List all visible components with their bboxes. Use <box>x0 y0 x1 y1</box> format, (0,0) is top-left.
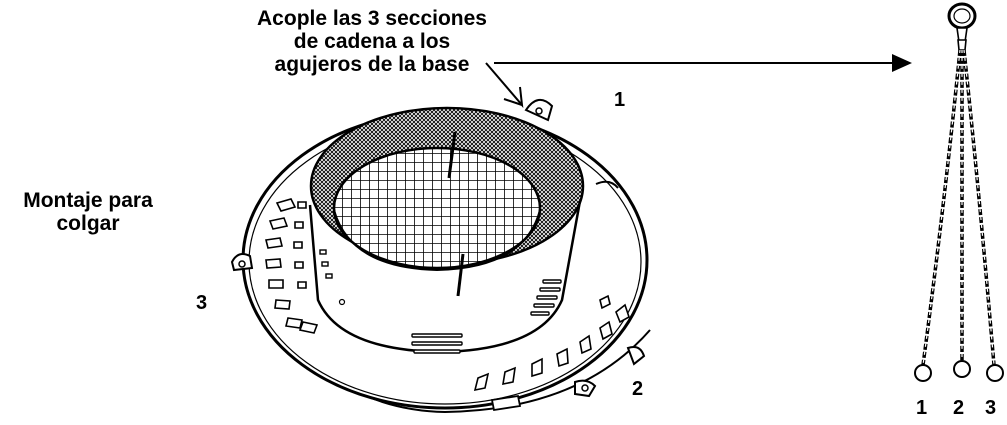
chain-number-1: 1 <box>916 397 928 419</box>
chain-end-ring-2 <box>953 360 971 378</box>
instruction-line-2: de cadena a los <box>293 30 451 53</box>
instruction-line-1: Acople las 3 secciones <box>257 7 487 30</box>
chain-strand-3 <box>962 49 996 366</box>
chain-end-ring-3 <box>986 364 1004 382</box>
hanging-tab-1 <box>524 99 554 122</box>
hanging-tab-2 <box>490 346 646 412</box>
hanging-mount-line-1: Montaje para <box>23 189 153 212</box>
cylinder-vents <box>319 249 562 354</box>
instruction-line-3: agujeros de la base <box>274 53 470 76</box>
hanging-mount-line-2: colgar <box>56 212 120 235</box>
basket-hole-number-3: 3 <box>196 292 208 314</box>
rim-vents-right <box>473 294 630 392</box>
hanging-chain <box>914 2 1004 382</box>
chain-strand-1 <box>921 49 962 366</box>
top-ring-icon <box>947 2 977 30</box>
instruction-arrow <box>485 54 912 109</box>
chain-number-2: 2 <box>953 397 965 419</box>
instruction-text: Acople las 3 secciones de cadena a los a… <box>222 7 522 76</box>
rim-vents-left <box>265 198 319 334</box>
hanging-tab-3 <box>230 253 254 272</box>
hanging-mount-label: Montaje para colgar <box>2 189 174 235</box>
basket-cylinder <box>308 106 585 354</box>
chain-end-ring-1 <box>914 364 932 382</box>
basket-hole-number-2: 2 <box>632 378 644 400</box>
chain-number-3: 3 <box>985 397 997 419</box>
basket-hole-number-1: 1 <box>614 89 626 111</box>
